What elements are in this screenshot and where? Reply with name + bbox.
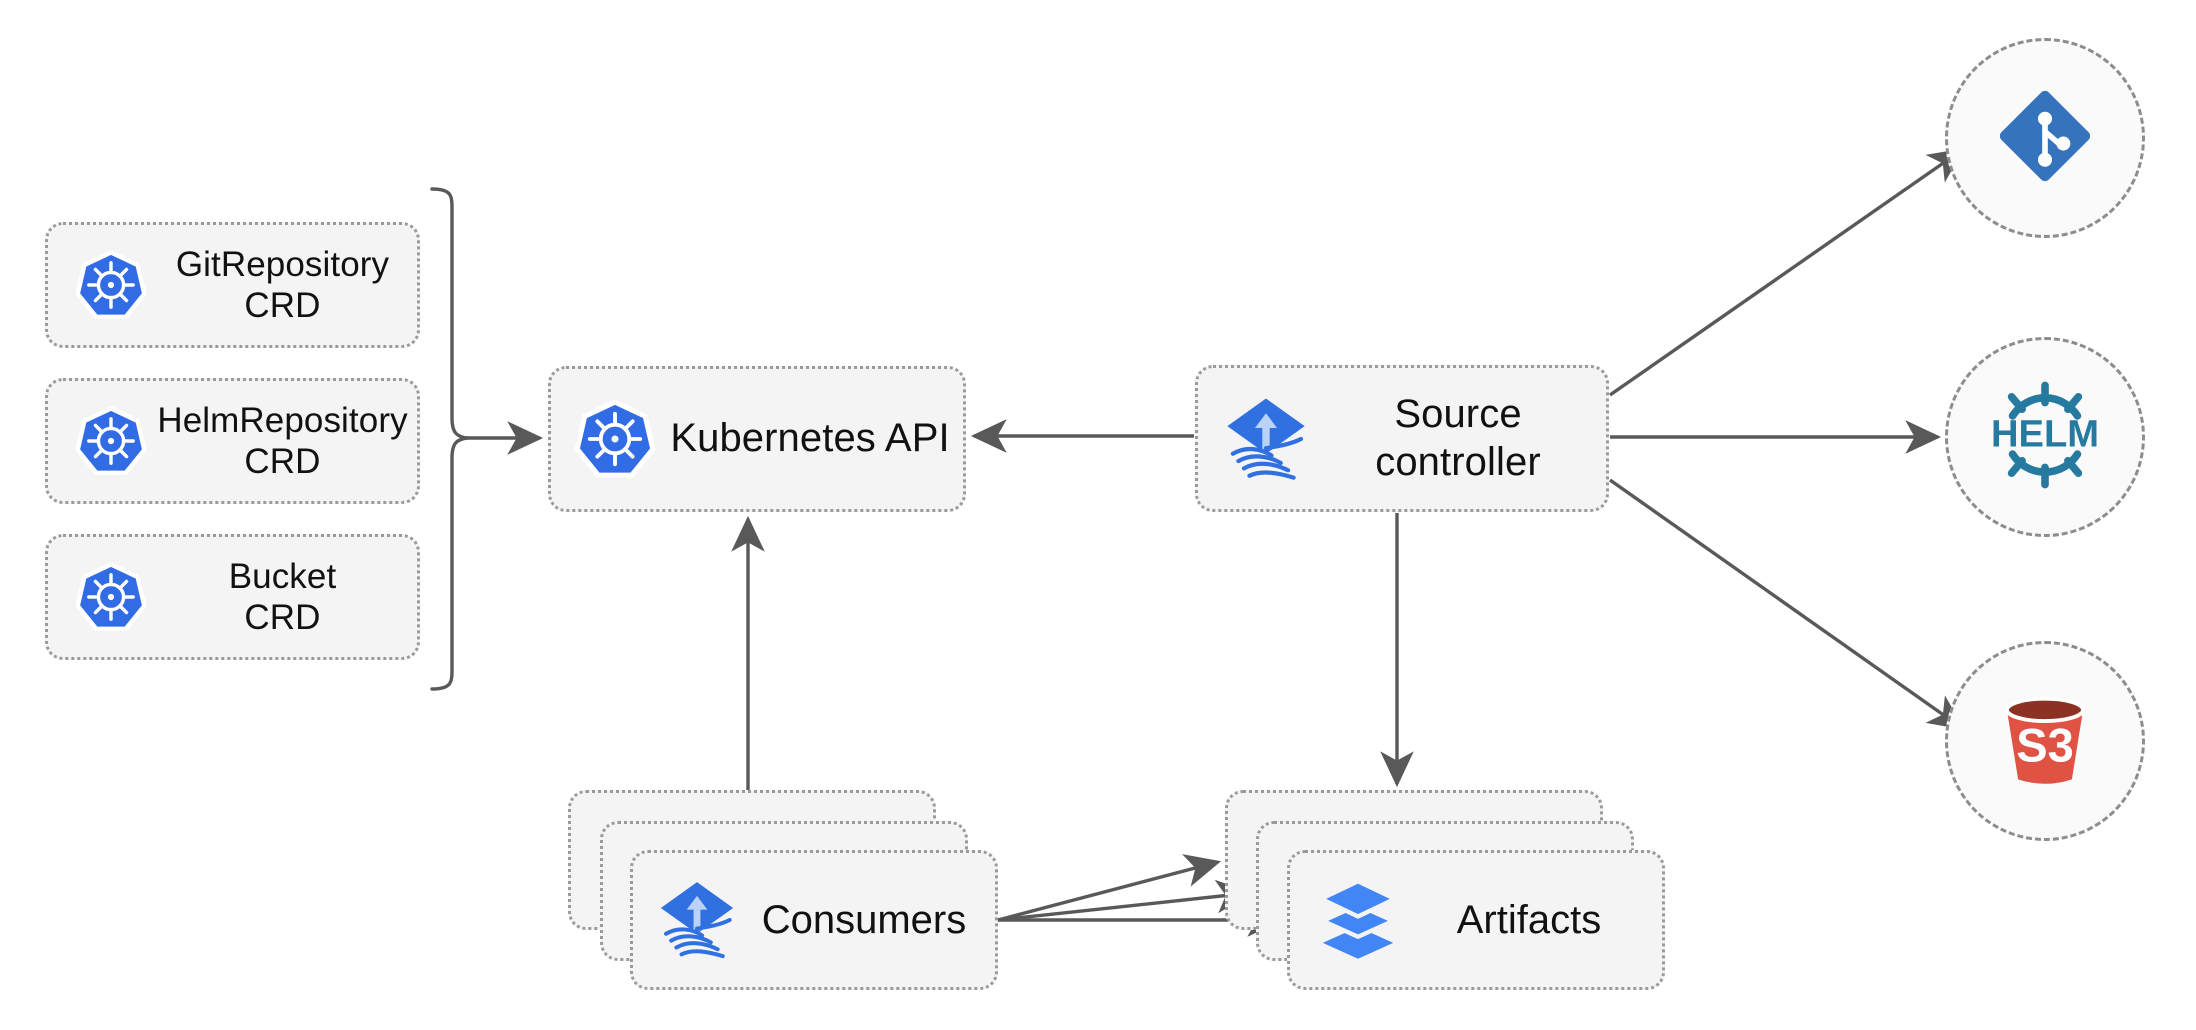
kubernetes-icon [68,560,154,634]
kubernetes-icon [68,248,154,322]
node-label: Source controller [1375,392,1541,484]
edge-source-controller-to-s3 [1609,478,1965,730]
node-artifacts[interactable]: Artifacts [1287,850,1665,990]
helm-icon: HELM [1983,379,2107,496]
edge-consumers-to-artifacts-2 [997,879,1253,922]
edge-source-controller-to-git [1609,148,1965,397]
external-helm[interactable]: HELM [1945,337,2145,537]
edge-consumers-to-artifacts-1 [997,854,1222,922]
crd-group-brace [430,187,470,691]
flux-icon [651,877,743,963]
crd-box-helmrepository[interactable]: HelmRepository CRD [45,378,420,504]
node-label: Consumers [761,897,967,942]
flux-icon [1216,393,1316,485]
s3-bucket-icon: S3 [1989,683,2101,800]
node-consumers[interactable]: Consumers [630,850,998,990]
helm-label: HELM [1991,412,2099,455]
crd-label: Bucket CRD [228,556,337,637]
node-label: Kubernetes API [670,416,950,461]
node-kubernetes-api[interactable]: Kubernetes API [548,366,966,512]
external-s3[interactable]: S3 [1945,641,2145,841]
node-label: Artifacts [1456,897,1602,942]
git-icon [1991,82,2099,195]
crd-label: HelmRepository CRD [157,400,408,481]
crd-label: GitRepository CRD [175,244,390,325]
external-git[interactable] [1945,38,2145,238]
s3-label: S3 [2016,718,2074,771]
kubernetes-icon [567,397,663,481]
crd-box-bucket[interactable]: Bucket CRD [45,534,420,660]
layers-icon [1310,876,1406,964]
kubernetes-icon [68,404,154,478]
crd-box-gitrepository[interactable]: GitRepository CRD [45,222,420,348]
node-source-controller[interactable]: Source controller [1195,365,1609,512]
